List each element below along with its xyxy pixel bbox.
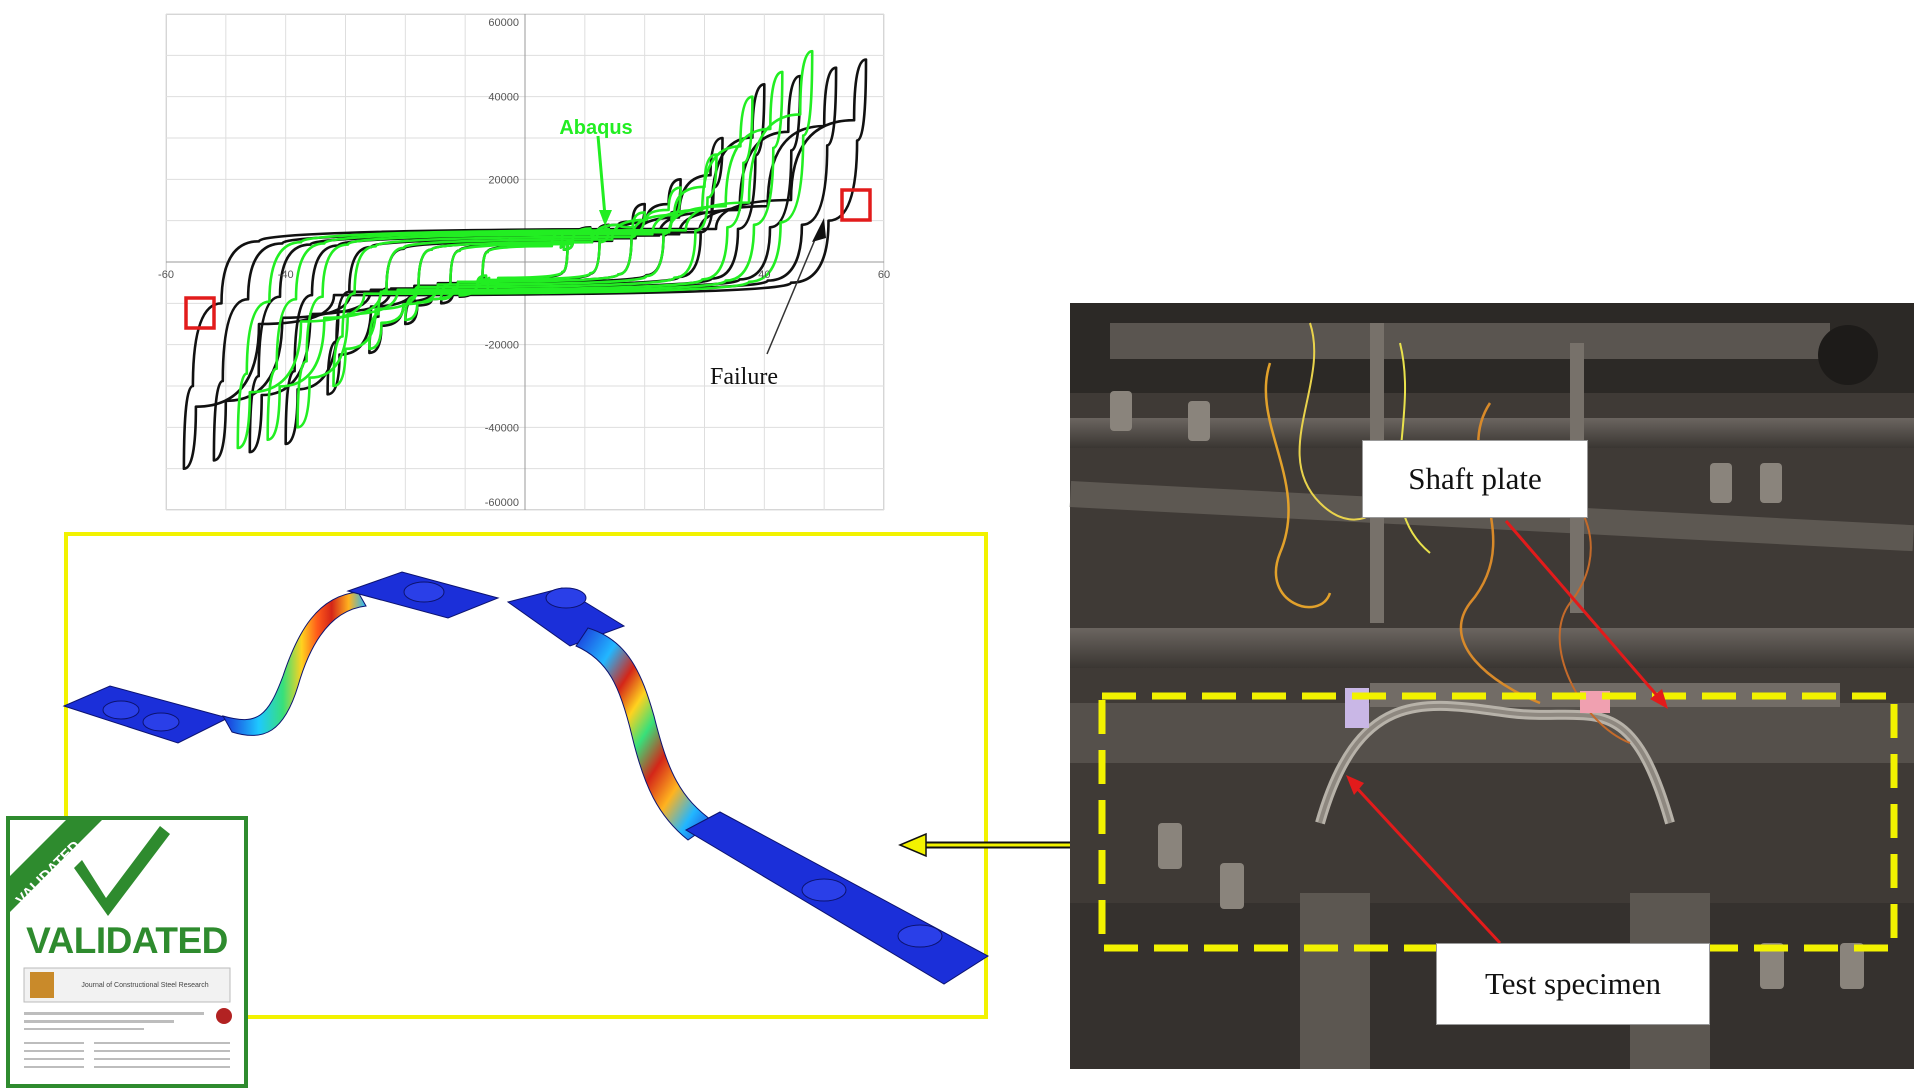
y-tick-label: 40000 (488, 92, 519, 104)
chart-loops (182, 49, 868, 470)
abaqus-pointer-line (596, 135, 607, 217)
test-loop (326, 136, 724, 396)
x-tick-label: 60 (878, 269, 890, 281)
y-tick-label: -40000 (485, 422, 519, 434)
x-tick-label: 40 (758, 269, 770, 281)
test-setup-photo (1069, 303, 1914, 1069)
shaft-plate-arrow-line (1504, 520, 1662, 700)
abaqus-loop (439, 227, 611, 301)
badge-ribbon (10, 820, 102, 912)
fe-specimen-right (506, 587, 989, 985)
failure-label: Failure (710, 364, 778, 390)
failure-marker-right (840, 188, 872, 222)
abaqus-loop (296, 95, 754, 429)
x-tick-label: -40 (278, 269, 294, 281)
failure-pointer-head (812, 218, 826, 242)
abaqus-loop (236, 49, 814, 450)
abaqus-loop (332, 153, 718, 388)
y-tick-label: -60000 (485, 497, 519, 509)
fe-model-panel (62, 532, 989, 1019)
validated-badge: VALIDATED VALIDATED Journal of Construct… (6, 816, 248, 1088)
shaft-plate-arrow-head (1650, 689, 1668, 709)
y-tick-label: -20000 (485, 340, 519, 352)
hysteresis-chart-svg: -60 -40 40 60 60000 40000 20000 -20000 -40000 -60… (158, 13, 890, 511)
chart-tick-labels: -60 -40 40 60 60000 40000 20000 -20000 -40000 -60… (158, 17, 890, 509)
y-tick-label: 60000 (488, 17, 519, 29)
fe-specimen-left (62, 571, 500, 744)
shaft-plate-callout: Shaft plate (1362, 440, 1588, 518)
failure-pointer-line (766, 229, 820, 355)
badge-title: VALIDATED (26, 920, 228, 961)
specimen-highlight-box (1098, 692, 1898, 952)
badge-graphics: VALIDATED (10, 820, 232, 1068)
crossmark-icon (216, 1008, 232, 1024)
test-specimen-callout: Test specimen (1436, 943, 1710, 1025)
abaqus-loop (475, 230, 575, 294)
failure-marker-left (184, 296, 216, 330)
abaqus-pointer-head (599, 210, 612, 226)
elsevier-logo-icon (30, 972, 54, 998)
test-loop (182, 58, 868, 470)
abaqus-loop (368, 186, 682, 351)
test-specimen-arrow-line (1352, 783, 1502, 945)
y-tick-label: 20000 (488, 174, 519, 186)
x-tick-label: -60 (158, 269, 174, 281)
abaqus-loop (266, 70, 784, 441)
article-text-lines (24, 1012, 230, 1068)
test-loop (284, 83, 766, 446)
test-setup-photo-svg (1069, 303, 1914, 1069)
journal-header (23, 967, 231, 1003)
abaqus-label: Abaqus (559, 117, 632, 139)
journal-name: Journal of Constructional Steel Research (81, 982, 209, 989)
fe-model-svg (62, 571, 989, 985)
test-specimen-arrow-head (1346, 775, 1364, 795)
hysteresis-chart: -60 -40 40 60 60000 40000 20000 -20000 -40000 -60… (158, 13, 890, 511)
checkmark-icon (74, 826, 170, 916)
